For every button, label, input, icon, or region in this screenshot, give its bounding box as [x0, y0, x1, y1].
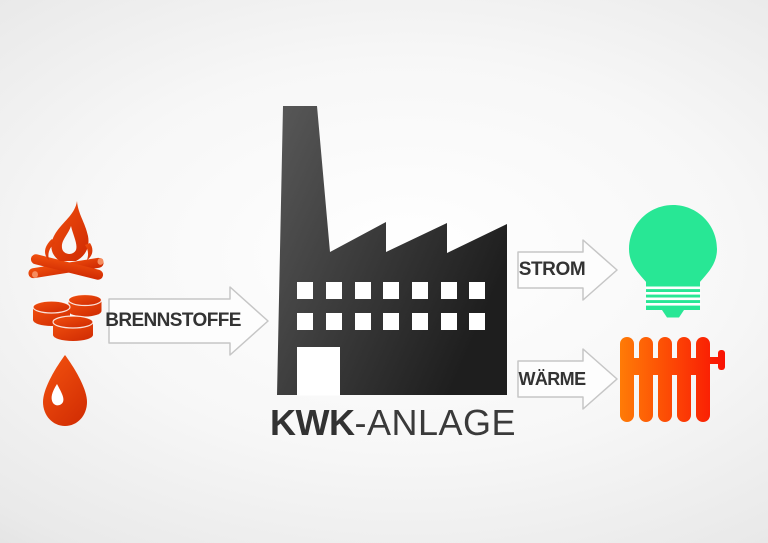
plant-title: KWK-ANLAGE [258, 400, 528, 446]
flame-icon [45, 201, 93, 261]
waerme-arrow-icon [517, 348, 618, 410]
oil-drop-icon [43, 355, 87, 426]
briquette [67, 293, 103, 317]
input-arrow-icon [108, 286, 269, 356]
lightbulb-icon [629, 205, 717, 318]
radiator-icon [620, 337, 725, 422]
log-icons [28, 254, 104, 280]
radiator-fins [620, 337, 710, 422]
coal-briquettes-icon [32, 293, 103, 341]
drop-highlight [51, 384, 64, 406]
strom-arrow-icon [517, 239, 618, 301]
waerme-arrow-label: WÄRME [518, 368, 587, 389]
bulb-glass [629, 205, 717, 285]
radiator-manifold [620, 358, 710, 375]
bulb-tip [662, 310, 684, 318]
bulb-screw-base [646, 282, 700, 310]
plant-title-bold: KWK [269, 402, 355, 443]
factory-icon [277, 106, 507, 396]
input-arrow-label: BRENNSTOFFE [105, 310, 241, 331]
campfire-icon [28, 201, 104, 280]
factory-windows [297, 282, 485, 330]
radiator-valve [708, 350, 725, 370]
strom-arrow-label: STROM [518, 259, 586, 280]
factory-door [297, 347, 340, 396]
plant-title-rest: -ANLAGE [354, 402, 517, 443]
bulb-screw-threads [645, 286, 701, 306]
briquette [52, 315, 94, 341]
